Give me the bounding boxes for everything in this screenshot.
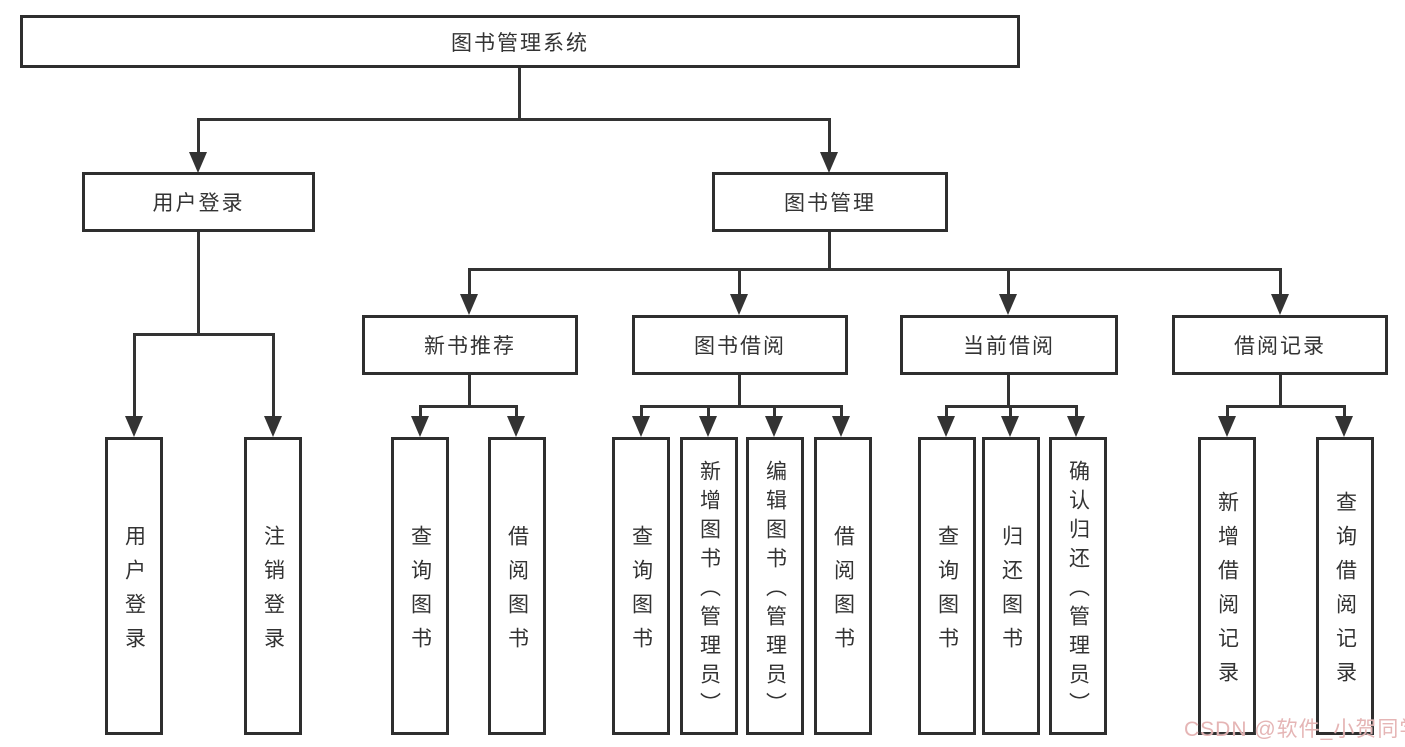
connector-drop-leaf-user-login <box>133 333 136 417</box>
leaf-bb-edit-books: 编辑图书（管理员） <box>746 437 804 735</box>
node-label: 当前借阅 <box>963 335 1055 358</box>
leaf-bb-borrow-books: 借阅图书 <box>814 437 872 735</box>
leaf-label: 查询图书 <box>629 524 653 661</box>
node-user-login: 用户登录 <box>82 172 315 232</box>
arrow-br-add <box>1218 416 1236 437</box>
connector-drop-cb-query <box>945 405 948 417</box>
connector-book-mgmt-branch <box>468 268 1282 271</box>
connector-drop-bb-add <box>707 405 710 417</box>
arrow-book-mgmt <box>820 152 838 173</box>
arrow-cb-return <box>1001 416 1019 437</box>
leaf-cb-query-books: 查询图书 <box>918 437 976 735</box>
connector-root-stem <box>518 68 521 120</box>
leaf-label: 归还图书 <box>999 524 1023 661</box>
node-book-borrow: 图书借阅 <box>632 315 848 375</box>
arrow-cb-query <box>937 416 955 437</box>
node-label: 用户登录 <box>152 192 245 215</box>
connector-drop-nbr-query <box>419 405 422 417</box>
leaf-cb-confirm-return: 确认归还（管理员） <box>1049 437 1107 735</box>
connector-drop-nbr-borrow <box>515 405 518 417</box>
csdn-watermark: CSDN @软件_小贺同学 <box>1184 718 1405 741</box>
connector-drop-br-query <box>1343 405 1346 417</box>
connector-drop-book-borrow <box>738 268 741 295</box>
leaf-label: 借阅图书 <box>831 524 855 661</box>
leaf-label: 新增借阅记录 <box>1215 490 1239 695</box>
connector-drop-cb-confirm <box>1075 405 1078 417</box>
node-book-management: 图书管理 <box>712 172 948 232</box>
arrow-book-borrow <box>730 294 748 315</box>
leaf-cb-return-books: 归还图书 <box>982 437 1040 735</box>
leaf-label: 查询图书 <box>408 524 432 661</box>
arrow-bb-query <box>632 416 650 437</box>
leaf-bb-add-books: 新增图书（管理员） <box>680 437 738 735</box>
connector-drop-bb-borrow <box>840 405 843 417</box>
arrow-leaf-user-login <box>125 416 143 437</box>
connector-drop-current-borrow <box>1007 268 1010 295</box>
leaf-label: 用户登录 <box>122 524 146 661</box>
leaf-label: 查询借阅记录 <box>1333 490 1357 695</box>
leaf-label: 查询图书 <box>935 524 959 661</box>
leaf-br-add-record: 新增借阅记录 <box>1198 437 1256 735</box>
arrow-br-query <box>1335 416 1353 437</box>
connector-root-branch <box>197 118 831 121</box>
arrow-cb-confirm <box>1067 416 1085 437</box>
leaf-label: 确认归还（管理员） <box>1066 459 1090 721</box>
connector-user-login-stem <box>197 232 200 336</box>
connector-drop-new-book <box>468 268 471 295</box>
arrow-new-book <box>460 294 478 315</box>
leaf-label: 借阅图书 <box>505 524 529 661</box>
connector-book-mgmt-stem <box>828 232 831 271</box>
connector-nbr-stem <box>468 375 471 408</box>
leaf-nbr-borrow-books: 借阅图书 <box>488 437 546 735</box>
node-library-management-system: 图书管理系统 <box>20 15 1020 68</box>
node-label: 图书借阅 <box>694 335 786 358</box>
node-label: 图书管理 <box>784 192 876 215</box>
arrow-user-login <box>189 152 207 173</box>
connector-drop-borrow-records <box>1279 268 1282 295</box>
connector-drop-bb-query <box>640 405 643 417</box>
leaf-nbr-query-books: 查询图书 <box>391 437 449 735</box>
connector-drop-book-mgmt <box>828 118 831 154</box>
connector-bb-stem <box>738 375 741 408</box>
node-current-borrow: 当前借阅 <box>900 315 1118 375</box>
arrow-borrow-records <box>1271 294 1289 315</box>
arrow-current-borrow <box>999 294 1017 315</box>
leaf-label: 注销登录 <box>261 524 285 661</box>
leaf-logout: 注销登录 <box>244 437 302 735</box>
node-borrow-records: 借阅记录 <box>1172 315 1388 375</box>
arrow-leaf-logout <box>264 416 282 437</box>
leaf-user-login: 用户登录 <box>105 437 163 735</box>
connector-drop-bb-edit <box>773 405 776 417</box>
node-new-book-recommend: 新书推荐 <box>362 315 578 375</box>
connector-cb-stem <box>1007 375 1010 408</box>
arrow-bb-edit <box>765 416 783 437</box>
node-label: 新书推荐 <box>424 335 516 358</box>
leaf-br-query-record: 查询借阅记录 <box>1316 437 1374 735</box>
connector-drop-br-add <box>1226 405 1229 417</box>
arrow-bb-borrow <box>832 416 850 437</box>
arrow-nbr-query <box>411 416 429 437</box>
arrow-nbr-borrow <box>507 416 525 437</box>
connector-bb-branch <box>640 405 843 408</box>
leaf-label: 新增图书（管理员） <box>697 459 721 721</box>
node-label: 图书管理系统 <box>451 31 589 55</box>
connector-drop-cb-return <box>1009 405 1012 417</box>
arrow-bb-add <box>699 416 717 437</box>
connector-br-branch <box>1226 405 1345 408</box>
node-label: 借阅记录 <box>1234 335 1326 358</box>
connector-nbr-branch <box>419 405 518 408</box>
leaf-bb-query-books: 查询图书 <box>612 437 670 735</box>
connector-drop-user-login <box>197 118 200 154</box>
leaf-label: 编辑图书（管理员） <box>763 459 787 721</box>
connector-br-stem <box>1279 375 1282 408</box>
connector-drop-leaf-logout <box>272 333 275 417</box>
connector-user-login-branch <box>133 333 275 336</box>
